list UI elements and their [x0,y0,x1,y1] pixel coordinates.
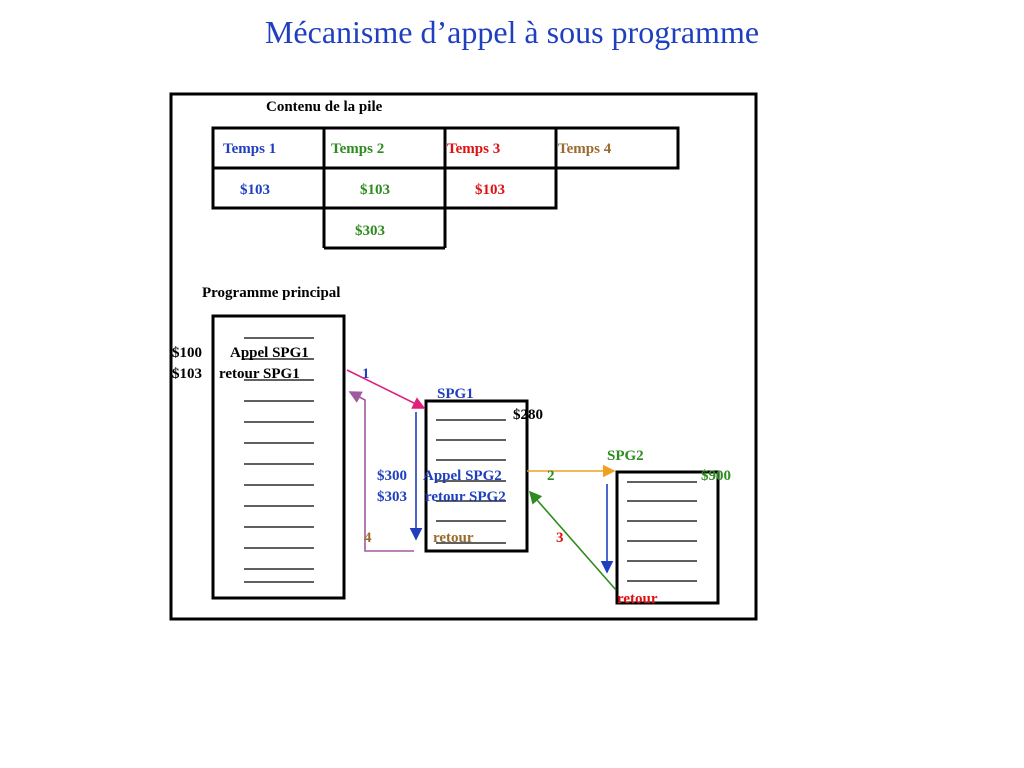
stack-heading: Contenu de la pile [266,99,383,115]
step-2: 2 [547,468,555,484]
spg1-box [424,399,529,553]
step-3: 3 [556,530,564,546]
arrow-return-main [348,391,414,552]
spg1-call-spg2: Appel SPG2 [423,468,502,484]
spg1-lines [436,419,506,544]
spg2-start-addr: $900 [701,468,731,484]
main-program-heading: Programme principal [202,285,340,301]
spg2-retour: retour [617,591,658,607]
spg1-addr-return: $303 [377,489,407,505]
step-1: 1 [362,366,370,382]
main-addr-call: $100 [172,345,202,361]
spg1-retour: retour [433,530,474,546]
stack-time-2: Temps 2 [331,141,384,157]
stack-value-t3: $103 [475,182,505,198]
main-program-lines [244,337,314,583]
outer-frame [169,92,758,621]
stack-value-t1: $103 [240,182,270,198]
arrow-return-spg1 [528,490,617,591]
stack-table [211,126,680,250]
main-return-spg1: retour SPG1 [219,366,300,382]
stack-time-1: Temps 1 [223,141,276,157]
main-addr-return: $103 [172,366,202,382]
spg2-label: SPG2 [607,448,644,464]
page-title: Mécanisme d’appel à sous programme [264,14,760,50]
main-program-box [211,314,346,600]
spg1-return-spg2: retour SPG2 [425,489,506,505]
spg1-start-addr: $280 [513,407,543,423]
stack-value-t2: $103 [360,182,390,198]
spg1-addr-call: $300 [377,468,407,484]
main-call-spg1: Appel SPG1 [230,345,309,361]
stack-value-t2-row2: $303 [355,223,385,239]
stack-time-3: Temps 3 [447,141,500,157]
spg1-label: SPG1 [437,386,474,402]
stack-time-4: Temps 4 [558,141,612,157]
spg2-lines [627,481,697,582]
arrow-call-spg1 [346,369,426,409]
spg2-box [615,470,720,605]
step-4: 4 [364,530,372,546]
